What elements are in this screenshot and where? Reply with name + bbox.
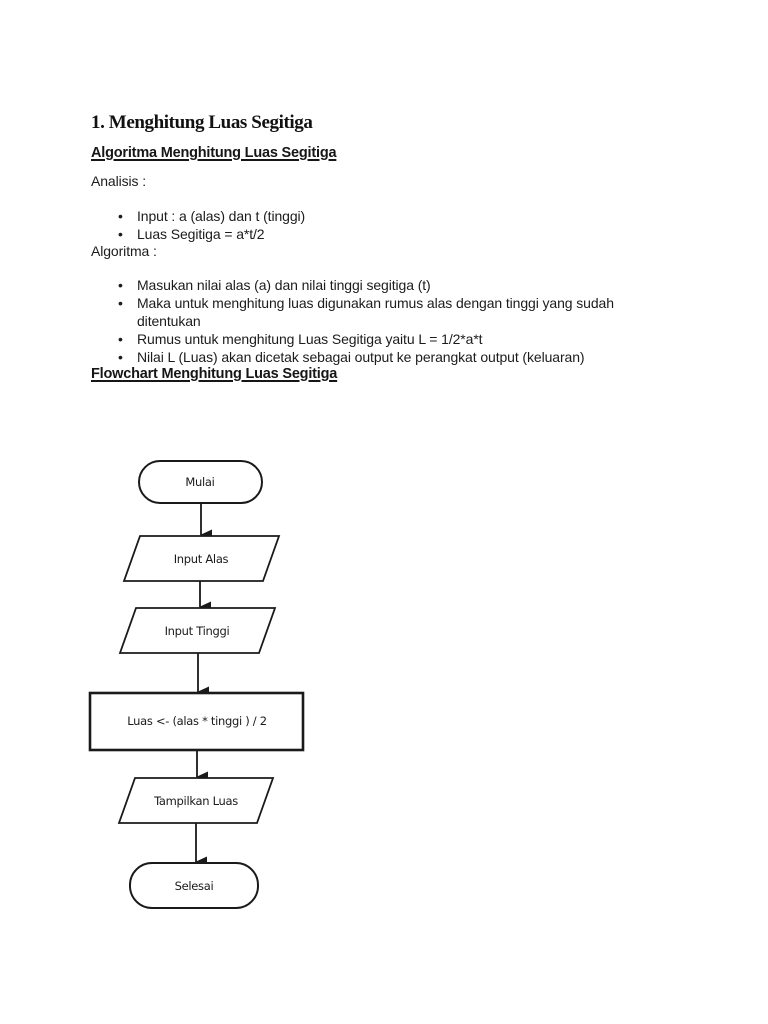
flowchart-node-output-luas-label: Tampilkan Luas [153,794,238,808]
list-item: Maka untuk menghitung luas digunakan rum… [91,294,671,330]
algorithm-section-heading: Algoritma Menghitung Luas Segitiga [91,145,337,161]
flowchart-node-input-tinggi-label: Input Tinggi [165,624,230,638]
list-item: Masukan nilai alas (a) dan nilai tinggi … [91,276,671,294]
flowchart-node-input-tinggi [118,607,277,654]
flowchart-node-process [88,691,305,752]
flowchart-node-input-alas [122,535,281,582]
flowchart-node-output-luas [117,777,275,824]
flowchart-node-process-label: Luas <- (alas * tinggi ) / 2 [127,714,267,728]
flowchart-node-start-label: Mulai [185,475,214,489]
page-title: 1. Menghitung Luas Segitiga [91,112,313,133]
flowchart-node-end [129,862,259,909]
flowchart-diagram: Mulai Input Alas Input Tinggi Luas <- (a… [88,460,305,909]
algorithm-label: Algoritma : [91,243,157,259]
list-item: Luas Segitiga = a*t/2 [91,225,671,243]
list-item: Input : a (alas) dan t (tinggi) [91,207,671,225]
flowchart-node-end-label: Selesai [175,879,214,893]
list-item: Rumus untuk menghitung Luas Segitiga yai… [91,330,671,348]
list-item: Nilai L (Luas) akan dicetak sebagai outp… [91,348,671,366]
algorithm-list: Masukan nilai alas (a) dan nilai tinggi … [91,276,673,366]
document-content: 1. Menghitung Luas Segitiga Algoritma Me… [91,112,673,383]
analysis-list: Input : a (alas) dan t (tinggi) Luas Seg… [91,207,673,243]
analysis-label: Analisis : [91,173,147,189]
flowchart-node-input-alas-label: Input Alas [174,552,229,566]
flowchart-section-heading: Flowchart Menghitung Luas Segitiga [91,366,338,382]
